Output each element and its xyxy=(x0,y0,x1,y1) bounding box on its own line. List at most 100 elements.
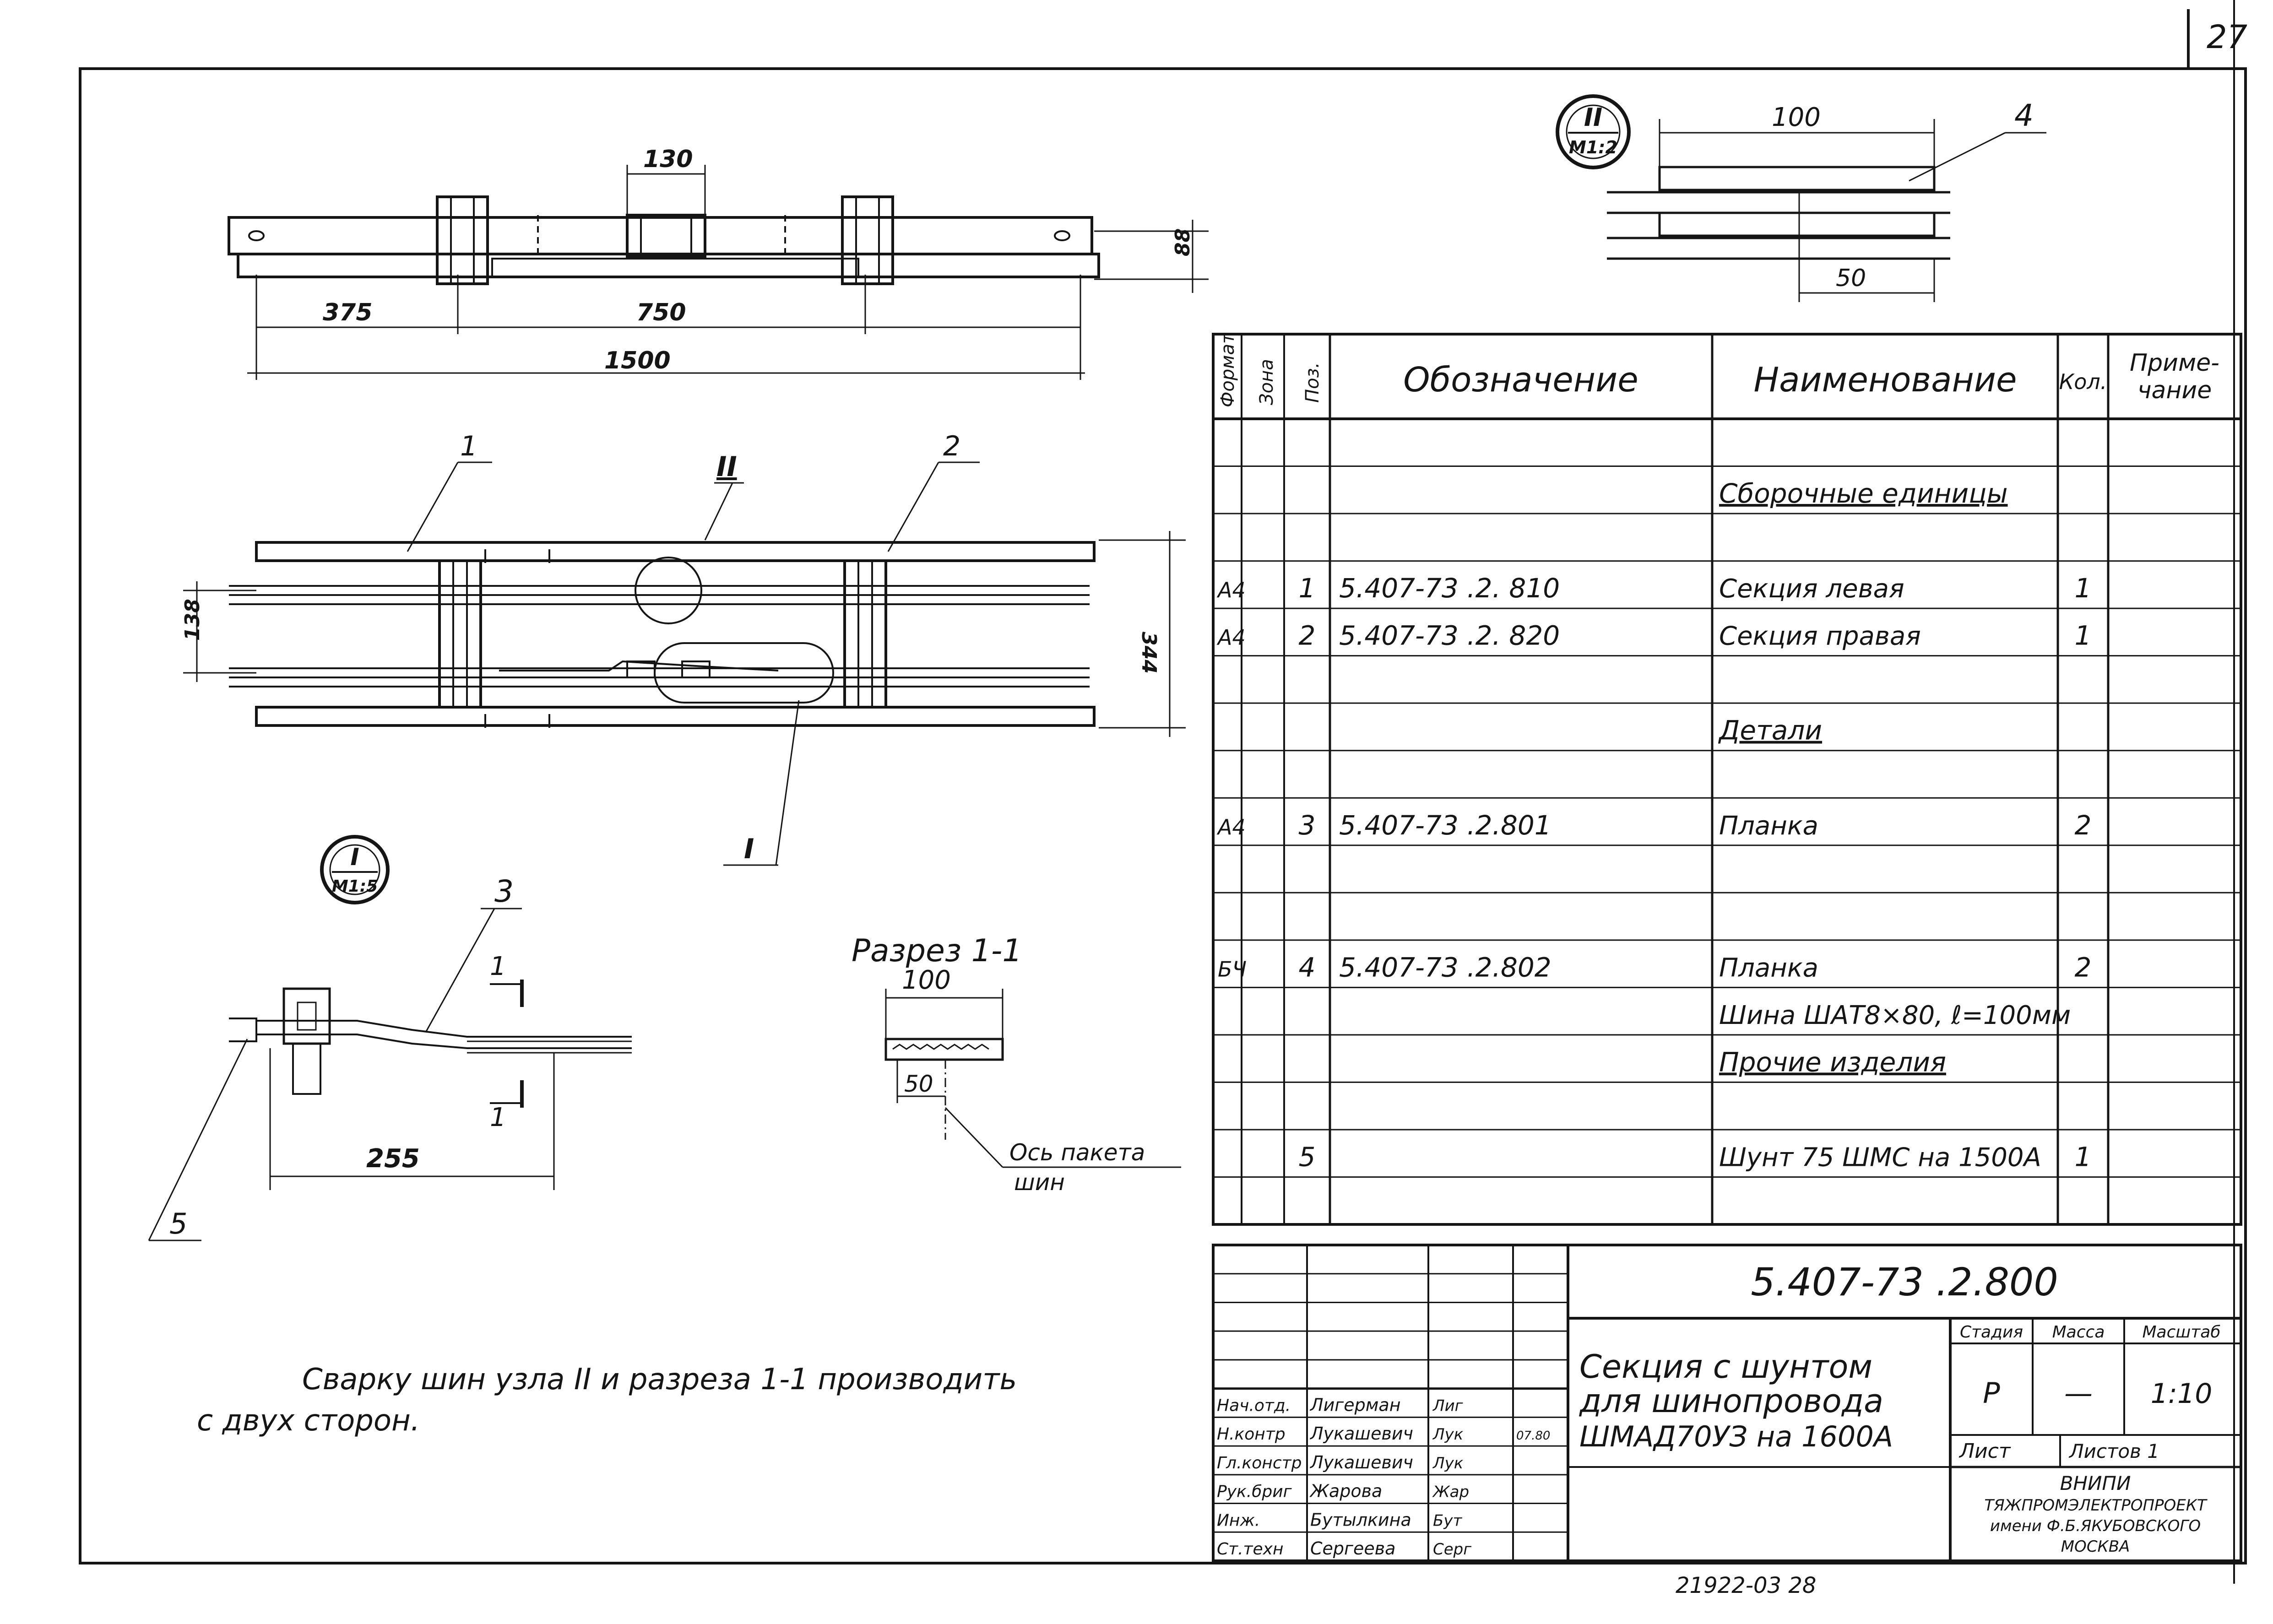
svg-text:Приме-: Приме- xyxy=(2130,349,2219,377)
svg-text:M1:5: M1:5 xyxy=(332,877,378,896)
svg-text:Кол.: Кол. xyxy=(2059,369,2107,394)
svg-text:Зона: Зона xyxy=(1256,359,1277,405)
spec-cell-designation: 5.407-73 .2. 810 xyxy=(1339,573,1560,604)
svg-text:чание: чание xyxy=(2137,377,2212,404)
spec-cell-name: Планка xyxy=(1719,953,1818,983)
spec-cell-format: БЧ xyxy=(1218,957,1247,981)
spec-cell-name: Шина ШАТ8×80, ℓ=100мм xyxy=(1719,1001,2071,1030)
person-role: Рук.бриг xyxy=(1217,1483,1292,1501)
spec-cell-name: Сборочные единицы xyxy=(1719,478,2008,509)
spec-cell-qty: 1 xyxy=(2075,620,2092,651)
person-sign: Серг xyxy=(1433,1540,1472,1559)
person-name: Лукашевич xyxy=(1309,1424,1413,1444)
svg-text:имени Ф.Б.ЯКУБОВСКОГО: имени Ф.Б.ЯКУБОВСКОГО xyxy=(1990,1517,2201,1535)
spec-table: Формат Зона Поз. Обозначение Наименовани… xyxy=(1212,332,2242,1226)
spec-cell-designation: 5.407-73 .2. 820 xyxy=(1339,620,1560,651)
spec-cell-format: А4 xyxy=(1216,815,1246,839)
svg-text:1: 1 xyxy=(490,1103,506,1132)
person-sign: Бут xyxy=(1433,1511,1462,1530)
spec-cell-format: А4 xyxy=(1216,578,1246,602)
person-sign: Лук xyxy=(1432,1454,1464,1472)
svg-text:Секция с шунтом: Секция с шунтом xyxy=(1579,1348,1872,1386)
spec-cell-format: А4 xyxy=(1216,625,1246,650)
svg-text:—: — xyxy=(2064,1376,2093,1410)
person-name: Лигерман xyxy=(1309,1395,1401,1415)
note-line-2: с двух сторон. xyxy=(197,1404,420,1438)
svg-text:50: 50 xyxy=(904,1071,933,1097)
svg-text:Стадия: Стадия xyxy=(1960,1323,2023,1342)
person-name: Лукашевич xyxy=(1309,1452,1413,1472)
person-role: Нач.отд. xyxy=(1217,1396,1291,1415)
svg-text:шин: шин xyxy=(1014,1169,1065,1196)
svg-text:255: 255 xyxy=(366,1144,420,1174)
spec-cell-name: Секция левая xyxy=(1719,574,1904,604)
svg-text:5: 5 xyxy=(169,1207,187,1240)
spec-cell-qty: 2 xyxy=(2075,952,2092,983)
svg-text:138: 138 xyxy=(181,599,204,641)
person-role: Ст.техн xyxy=(1217,1540,1284,1559)
footer-code: 21922-03 28 xyxy=(1676,1573,1816,1598)
title-block: 5.407-73 .2.800 Секция с шунтом для шино… xyxy=(1212,1244,2242,1562)
spec-cell-name: Прочие изделия xyxy=(1719,1046,1946,1077)
svg-text:Формат: Формат xyxy=(1217,332,1238,407)
svg-text:II: II xyxy=(1584,103,1602,132)
svg-text:Лист: Лист xyxy=(1958,1440,2011,1463)
svg-text:для шинопровода: для шинопровода xyxy=(1579,1382,1883,1420)
node-ii-detail: II M1:2 100 50 4 xyxy=(1556,94,2046,302)
person-role: Гл.констр xyxy=(1217,1454,1302,1472)
sheet-number: 27 xyxy=(2207,18,2247,56)
spec-cell-name: Детали xyxy=(1718,715,1822,746)
svg-text:ШМАД70УЗ на 1600А: ШМАД70УЗ на 1600А xyxy=(1579,1420,1893,1453)
svg-text:100: 100 xyxy=(1772,103,1821,132)
plan-view: 1 II 2 I 138 344 xyxy=(181,430,1186,866)
spec-cell-name: Шунт 75 ШМС на 1500А xyxy=(1719,1142,2041,1172)
spec-cell-qty: 1 xyxy=(2075,573,2092,604)
svg-text:I: I xyxy=(350,844,359,871)
node-i-detail: I M1:5 1 1 3 255 5 xyxy=(148,835,632,1241)
document-code: 5.407-73 .2.800 xyxy=(1751,1260,2058,1305)
svg-text:1:10: 1:10 xyxy=(2151,1378,2213,1410)
person-name: Сергеева xyxy=(1310,1538,1395,1559)
svg-text:II: II xyxy=(716,451,737,483)
person-sign: Жар xyxy=(1432,1483,1469,1501)
person-sign: Лук xyxy=(1432,1425,1464,1444)
svg-text:1500: 1500 xyxy=(604,347,671,374)
svg-text:88: 88 xyxy=(1171,228,1194,256)
top-view: 130 375 750 1500 88 xyxy=(228,146,1209,380)
svg-text:МОСКВА: МОСКВА xyxy=(2061,1537,2130,1556)
svg-text:1: 1 xyxy=(490,952,506,981)
svg-text:375: 375 xyxy=(323,299,373,326)
spec-cell-pos: 5 xyxy=(1299,1141,1316,1172)
spec-cell-pos: 4 xyxy=(1299,952,1316,983)
svg-text:100: 100 xyxy=(902,965,951,995)
spec-cell-qty: 2 xyxy=(2075,810,2092,841)
svg-text:750: 750 xyxy=(636,299,686,326)
svg-text:Масса: Масса xyxy=(2052,1323,2105,1342)
person-role: Н.контр xyxy=(1217,1425,1286,1444)
spec-cell-pos: 1 xyxy=(1299,573,1316,604)
svg-text:Р: Р xyxy=(1983,1376,2000,1410)
svg-text:4: 4 xyxy=(2014,98,2034,133)
svg-text:50: 50 xyxy=(1836,265,1866,292)
note-line-1: Сварку шин узла II и разреза 1-1 произво… xyxy=(302,1363,1017,1397)
spec-cell-name: Планка xyxy=(1719,811,1818,841)
sheet-frame xyxy=(79,67,2247,1564)
svg-text:344: 344 xyxy=(1137,632,1161,674)
section-1-1: Разрез 1-1 100 50 Ось пакета шин xyxy=(852,933,1181,1196)
svg-text:I: I xyxy=(744,833,754,865)
spec-cell-qty: 1 xyxy=(2075,1141,2092,1172)
svg-text:Разрез 1-1: Разрез 1-1 xyxy=(852,933,1022,969)
person-name: Жарова xyxy=(1309,1481,1382,1501)
svg-text:Наименование: Наименование xyxy=(1753,360,2017,400)
person-date: 07.80 xyxy=(1516,1429,1550,1443)
svg-text:Поз.: Поз. xyxy=(1302,362,1323,403)
svg-text:3: 3 xyxy=(494,874,514,909)
spec-cell-pos: 3 xyxy=(1299,810,1316,841)
svg-text:Обозначение: Обозначение xyxy=(1403,360,1638,400)
person-name: Бутылкина xyxy=(1310,1510,1411,1530)
spec-cell-designation: 5.407-73 .2.801 xyxy=(1339,810,1551,841)
svg-text:ТЯЖПРОМЭЛЕКТРОПРОЕКТ: ТЯЖПРОМЭЛЕКТРОПРОЕКТ xyxy=(1984,1496,2208,1515)
person-sign: Лиг xyxy=(1432,1397,1464,1415)
spec-cell-name: Секция правая xyxy=(1719,622,1921,651)
